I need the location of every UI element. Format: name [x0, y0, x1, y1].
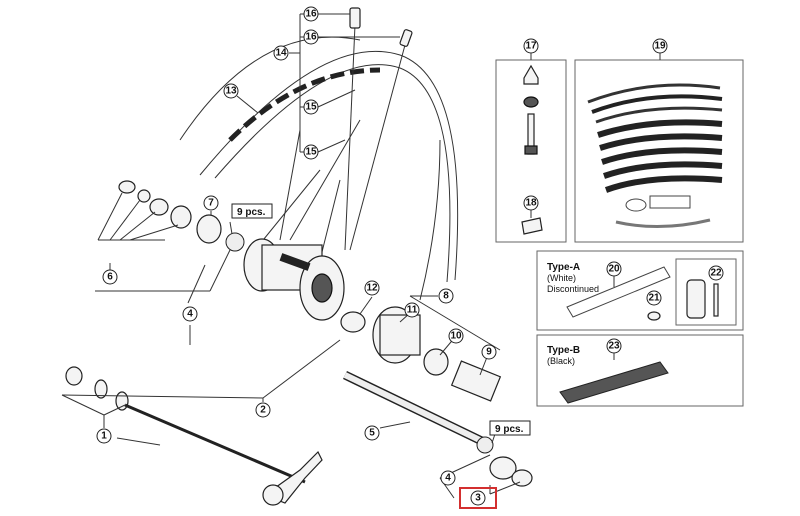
svg-text:8: 8 [443, 291, 449, 302]
spokes [254, 24, 406, 261]
rim [179, 36, 459, 301]
callout-4-upper: 4 [182, 306, 198, 322]
callout-7: 7 [203, 195, 219, 211]
svg-text:14: 14 [275, 48, 287, 59]
svg-text:17: 17 [525, 41, 537, 52]
rim-decal-panel: 19 [574, 38, 744, 243]
type-b-panel: Type-B (Black) 23 [536, 334, 744, 407]
svg-text:9 pcs.: 9 pcs. [495, 424, 524, 435]
svg-text:Type-B: Type-B [547, 345, 580, 356]
svg-text:16: 16 [305, 9, 317, 20]
spoke-nipple-top [349, 7, 413, 47]
svg-text:15: 15 [305, 147, 317, 158]
callout-16-top: 16 [303, 6, 319, 22]
callout-1: 1 [96, 428, 112, 444]
svg-text:Type-A: Type-A [547, 262, 580, 273]
svg-text:12: 12 [366, 283, 378, 294]
callout-13: 13 [223, 83, 239, 99]
svg-text:16: 16 [305, 32, 317, 43]
type-a-panel: Type-A (White) Discontinued 20 21 22 [536, 250, 744, 331]
svg-text:5: 5 [369, 428, 375, 439]
svg-text:10: 10 [450, 331, 462, 342]
callout-10: 10 [448, 328, 464, 344]
callout-8: 8 [438, 288, 454, 304]
pcs-label-top: 9 pcs. [231, 203, 273, 219]
svg-text:19: 19 [654, 41, 666, 52]
svg-text:9: 9 [486, 347, 492, 358]
svg-text:13: 13 [225, 86, 237, 97]
valve-parts-panel: 17 18 [495, 38, 567, 243]
svg-text:7: 7 [208, 198, 214, 209]
svg-text:(White): (White) [547, 273, 576, 283]
svg-text:1: 1 [101, 431, 107, 442]
svg-text:23: 23 [608, 341, 620, 352]
callout-15-upper: 15 [303, 99, 319, 115]
callout-14: 14 [273, 45, 289, 61]
hub-left-parts [118, 180, 245, 252]
svg-text:4: 4 [187, 309, 193, 320]
callout-2: 2 [255, 402, 271, 418]
callout-11: 11 [404, 302, 420, 318]
svg-text:21: 21 [648, 293, 660, 304]
callout-6: 6 [102, 269, 118, 285]
callout-4-lower: 4 [440, 470, 456, 486]
svg-text:18: 18 [525, 198, 537, 209]
svg-text:6: 6 [107, 272, 113, 283]
pcs-label-bottom: 9 pcs. [489, 420, 531, 436]
leader-lines [61, 13, 521, 499]
svg-text:2: 2 [260, 405, 266, 416]
svg-text:22: 22 [710, 268, 722, 279]
callout-15-lower: 15 [303, 144, 319, 160]
axle [343, 370, 492, 450]
svg-text:Discontinued: Discontinued [547, 284, 599, 294]
callout-9: 9 [481, 344, 497, 360]
svg-text:9 pcs.: 9 pcs. [237, 207, 266, 218]
svg-text:3: 3 [475, 493, 481, 504]
svg-text:4: 4 [445, 473, 451, 484]
callout-16-second: 16 [303, 29, 319, 45]
svg-text:20: 20 [608, 264, 620, 275]
quick-release-skewer [65, 366, 323, 506]
callout-3-highlighted[interactable]: 3 [459, 487, 497, 509]
svg-text:15: 15 [305, 102, 317, 113]
right-bearings [476, 436, 533, 487]
rear-hub-body [243, 238, 345, 321]
callout-12: 12 [364, 280, 380, 296]
callout-5: 5 [364, 425, 380, 441]
svg-text:11: 11 [407, 305, 418, 316]
svg-text:(Black): (Black) [547, 356, 575, 366]
